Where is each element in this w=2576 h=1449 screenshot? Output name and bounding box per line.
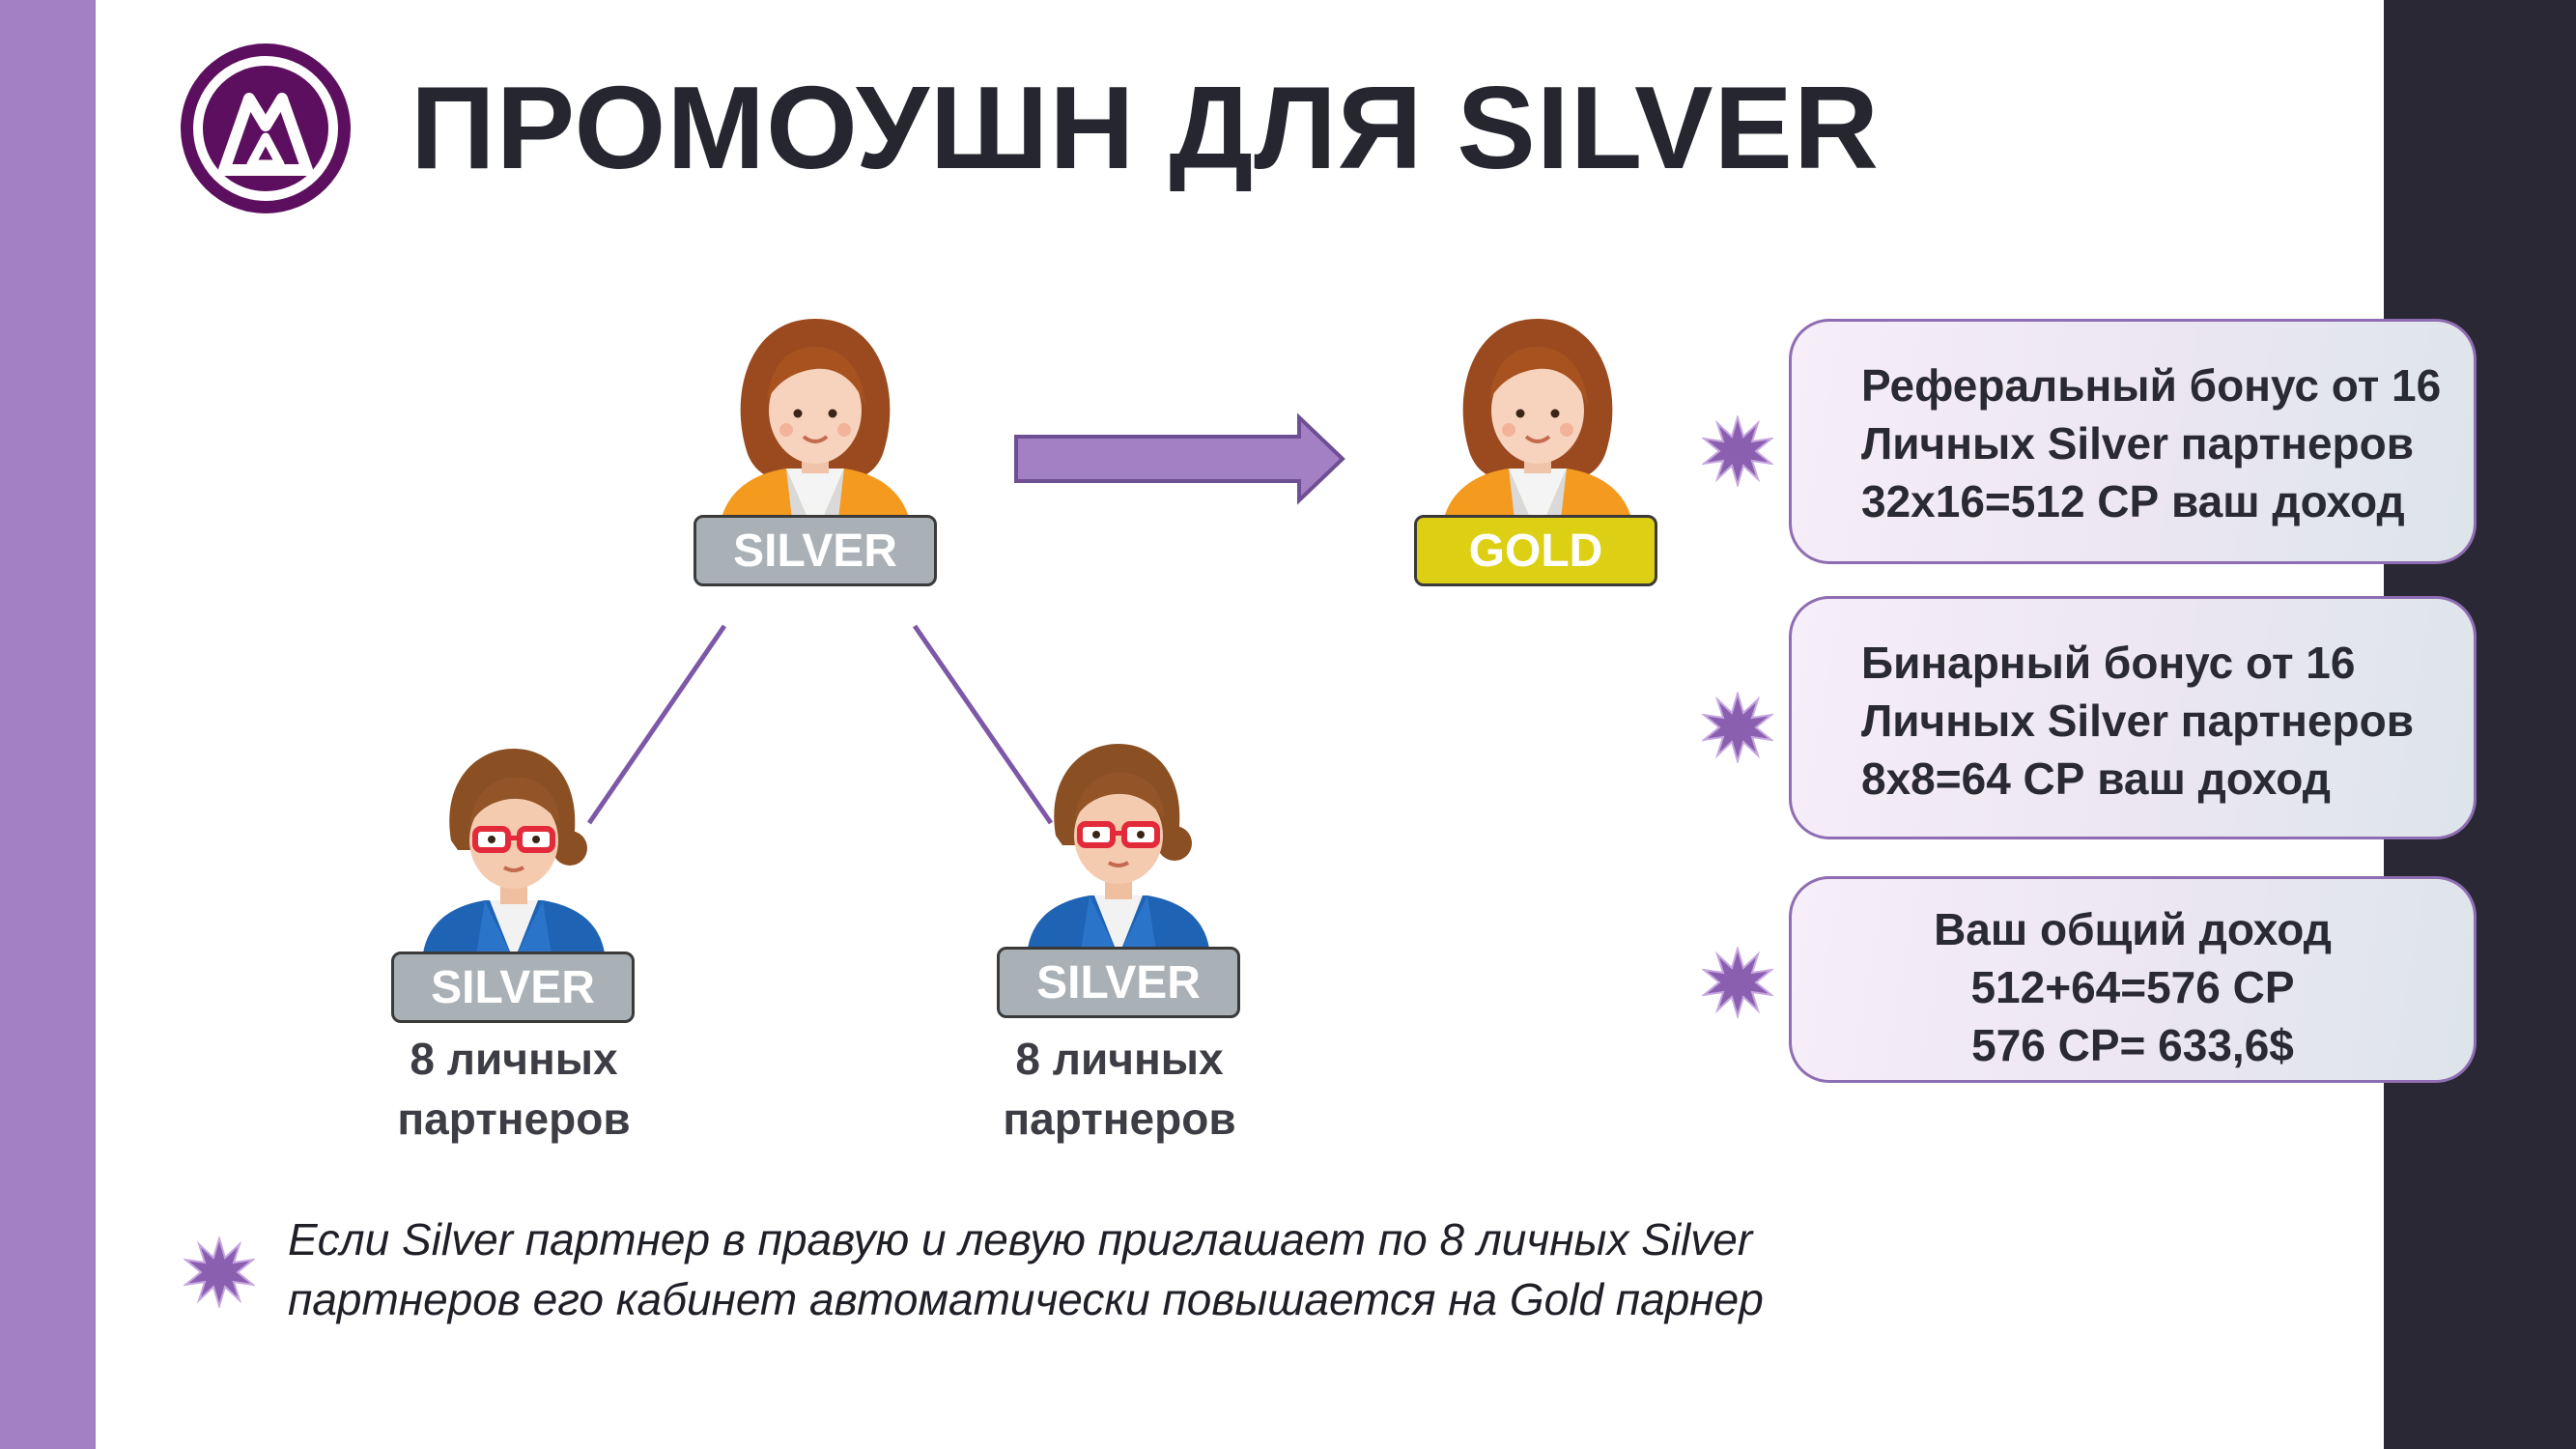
left-accent-band (0, 0, 96, 1449)
right-connector-line (912, 624, 1054, 825)
page-title: ПРОМОУШН ДЛЯ SILVER (410, 62, 1881, 193)
woman-orange-jacket-icon (717, 317, 914, 538)
total-income-line1: Ваш общий доход (1934, 904, 2332, 954)
referral-bonus-box: Реферальный бонус от 16 Личных Silver па… (1789, 319, 2477, 564)
right-child-partners-line2: партнеров (1003, 1094, 1236, 1144)
woman-red-glasses-blue-jacket-icon (1012, 729, 1225, 961)
woman-orange-jacket-icon (1439, 317, 1636, 538)
promotion-note-line2: партнеров его кабинет автоматически повы… (288, 1274, 1764, 1324)
binary-bonus-box: Бинарный бонус от 16 Личных Silver партн… (1789, 596, 2477, 839)
right-arrow-icon (1014, 412, 1345, 505)
binary-bonus-line2: Личных Silver партнеров (1861, 696, 2415, 746)
left-child-silver-badge: SILVER (391, 952, 635, 1023)
total-income-line2: 512+64=576 СР (1970, 962, 2295, 1012)
left-child-partners-label: 8 личных партнеров (359, 1029, 668, 1149)
gold-badge: GOLD (1414, 515, 1657, 586)
left-connector-line (586, 624, 727, 825)
right-child-silver-badge: SILVER (997, 947, 1240, 1018)
left-child-partners-line1: 8 личных (410, 1034, 618, 1084)
total-income-box: Ваш общий доход 512+64=576 СР 576 СР= 63… (1789, 876, 2477, 1083)
left-child-partners-line2: партнеров (397, 1094, 631, 1144)
purple-star-burst-icon (1703, 948, 1772, 1017)
right-child-partners-line1: 8 личных (1015, 1034, 1224, 1084)
top-silver-badge: SILVER (694, 515, 937, 586)
total-income-line3: 576 СР= 633,6$ (1971, 1020, 2294, 1070)
referral-bonus-line2: Личных Silver партнеров (1861, 418, 2415, 469)
referral-bonus-line1: Реферальный бонус от 16 (1861, 360, 2442, 411)
promotion-note: Если Silver партнер в правую и левую при… (288, 1209, 1764, 1329)
promotion-note-line1: Если Silver партнер в правую и левую при… (288, 1214, 1753, 1264)
binary-bonus-line1: Бинарный бонус от 16 (1861, 638, 2356, 688)
purple-star-burst-icon (1703, 416, 1772, 486)
m-in-circle-logo-icon (181, 43, 351, 213)
woman-red-glasses-blue-jacket-icon (408, 734, 620, 966)
purple-star-burst-icon (1703, 693, 1772, 762)
binary-bonus-line3: 8х8=64 СР ваш доход (1861, 753, 2331, 804)
referral-bonus-line3: 32х16=512 СР ваш доход (1861, 476, 2405, 526)
right-child-partners-label: 8 личных партнеров (965, 1029, 1274, 1149)
purple-star-burst-icon (184, 1237, 254, 1307)
